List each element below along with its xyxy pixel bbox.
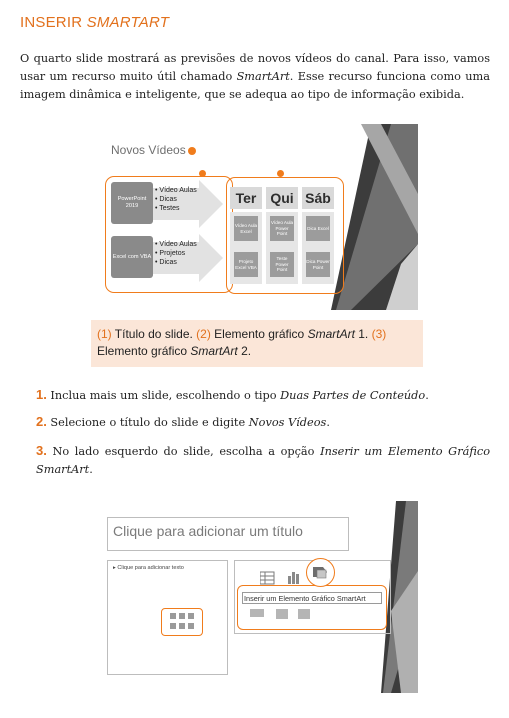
cell-qui-1: Vídeo Aula Power Point <box>270 216 294 241</box>
box2-list: • Vídeo Aulas • Projetos • Dicas <box>155 241 197 266</box>
badge-1-icon <box>187 146 196 155</box>
arrow-shape-1 <box>143 180 223 228</box>
box1-label: PowerPoint 2019 <box>111 182 153 224</box>
day-qui: Qui <box>266 187 298 209</box>
more-content-icons <box>250 609 310 619</box>
slide2-background-shapes <box>381 501 418 693</box>
zoom-callout: Inserir um Elemento Gráfico SmartArt <box>237 571 387 630</box>
box2-label: Excel com VBA <box>111 236 153 278</box>
cell-ter-1: Vídeo Aula Excel <box>234 216 258 241</box>
day-ter: Ter <box>230 187 262 209</box>
slide-example-smartart: Novos Vídeos PowerPoint 2019 Excel com V… <box>91 124 418 310</box>
step-2: 2. Selecione o título do slide e digite … <box>36 414 330 429</box>
title-placeholder-text: Clique para adicionar um título <box>113 523 303 539</box>
figure-caption: (1) Título do slide. (2) Elemento gráfic… <box>91 320 423 367</box>
arrow-shape-2 <box>143 234 223 282</box>
slide-screenshot-two-content: Clique para adicionar um título ▸ Clique… <box>91 501 418 693</box>
content-placeholder-left[interactable]: ▸ Clique para adicionar texto <box>107 560 228 675</box>
content-icons-icon <box>170 613 194 629</box>
smartart-tooltip: Inserir um Elemento Gráfico SmartArt <box>242 592 382 604</box>
text-placeholder: ▸ Clique para adicionar texto <box>113 565 184 571</box>
step-1: 1. Inclua mais um slide, escolhendo o ti… <box>36 387 429 402</box>
title-placeholder-box[interactable]: Clique para adicionar um título <box>107 517 349 551</box>
cell-ter-2: Projeto Excel VBA <box>234 252 258 277</box>
slide1-title: Novos Vídeos <box>111 143 196 157</box>
smartart-button-highlight[interactable] <box>306 558 335 587</box>
step-3: 3. No lado esquerdo do slide, escolha a … <box>36 443 490 476</box>
smartart-2-frame <box>226 177 344 294</box>
smartart-icon <box>313 567 327 579</box>
day-sab: Sáb <box>302 187 334 209</box>
box1-list: • Vídeo Aulas • Dicas • Testes <box>155 187 197 212</box>
slide-background-shapes <box>331 124 418 310</box>
cell-sab-2: Dica Power Point <box>306 252 330 277</box>
content-icons-group[interactable] <box>161 608 203 636</box>
cell-qui-2: Teste Power Point <box>270 252 294 277</box>
intro-paragraph: O quarto slide mostrará as previsões de … <box>20 52 491 101</box>
cell-sab-1: Dica Excel <box>306 216 330 241</box>
badge-3-icon <box>277 170 284 177</box>
section-heading: INSERIR SMARTART <box>20 14 170 31</box>
badge-2-icon <box>199 170 206 177</box>
insert-table-chart-icons <box>260 571 299 585</box>
